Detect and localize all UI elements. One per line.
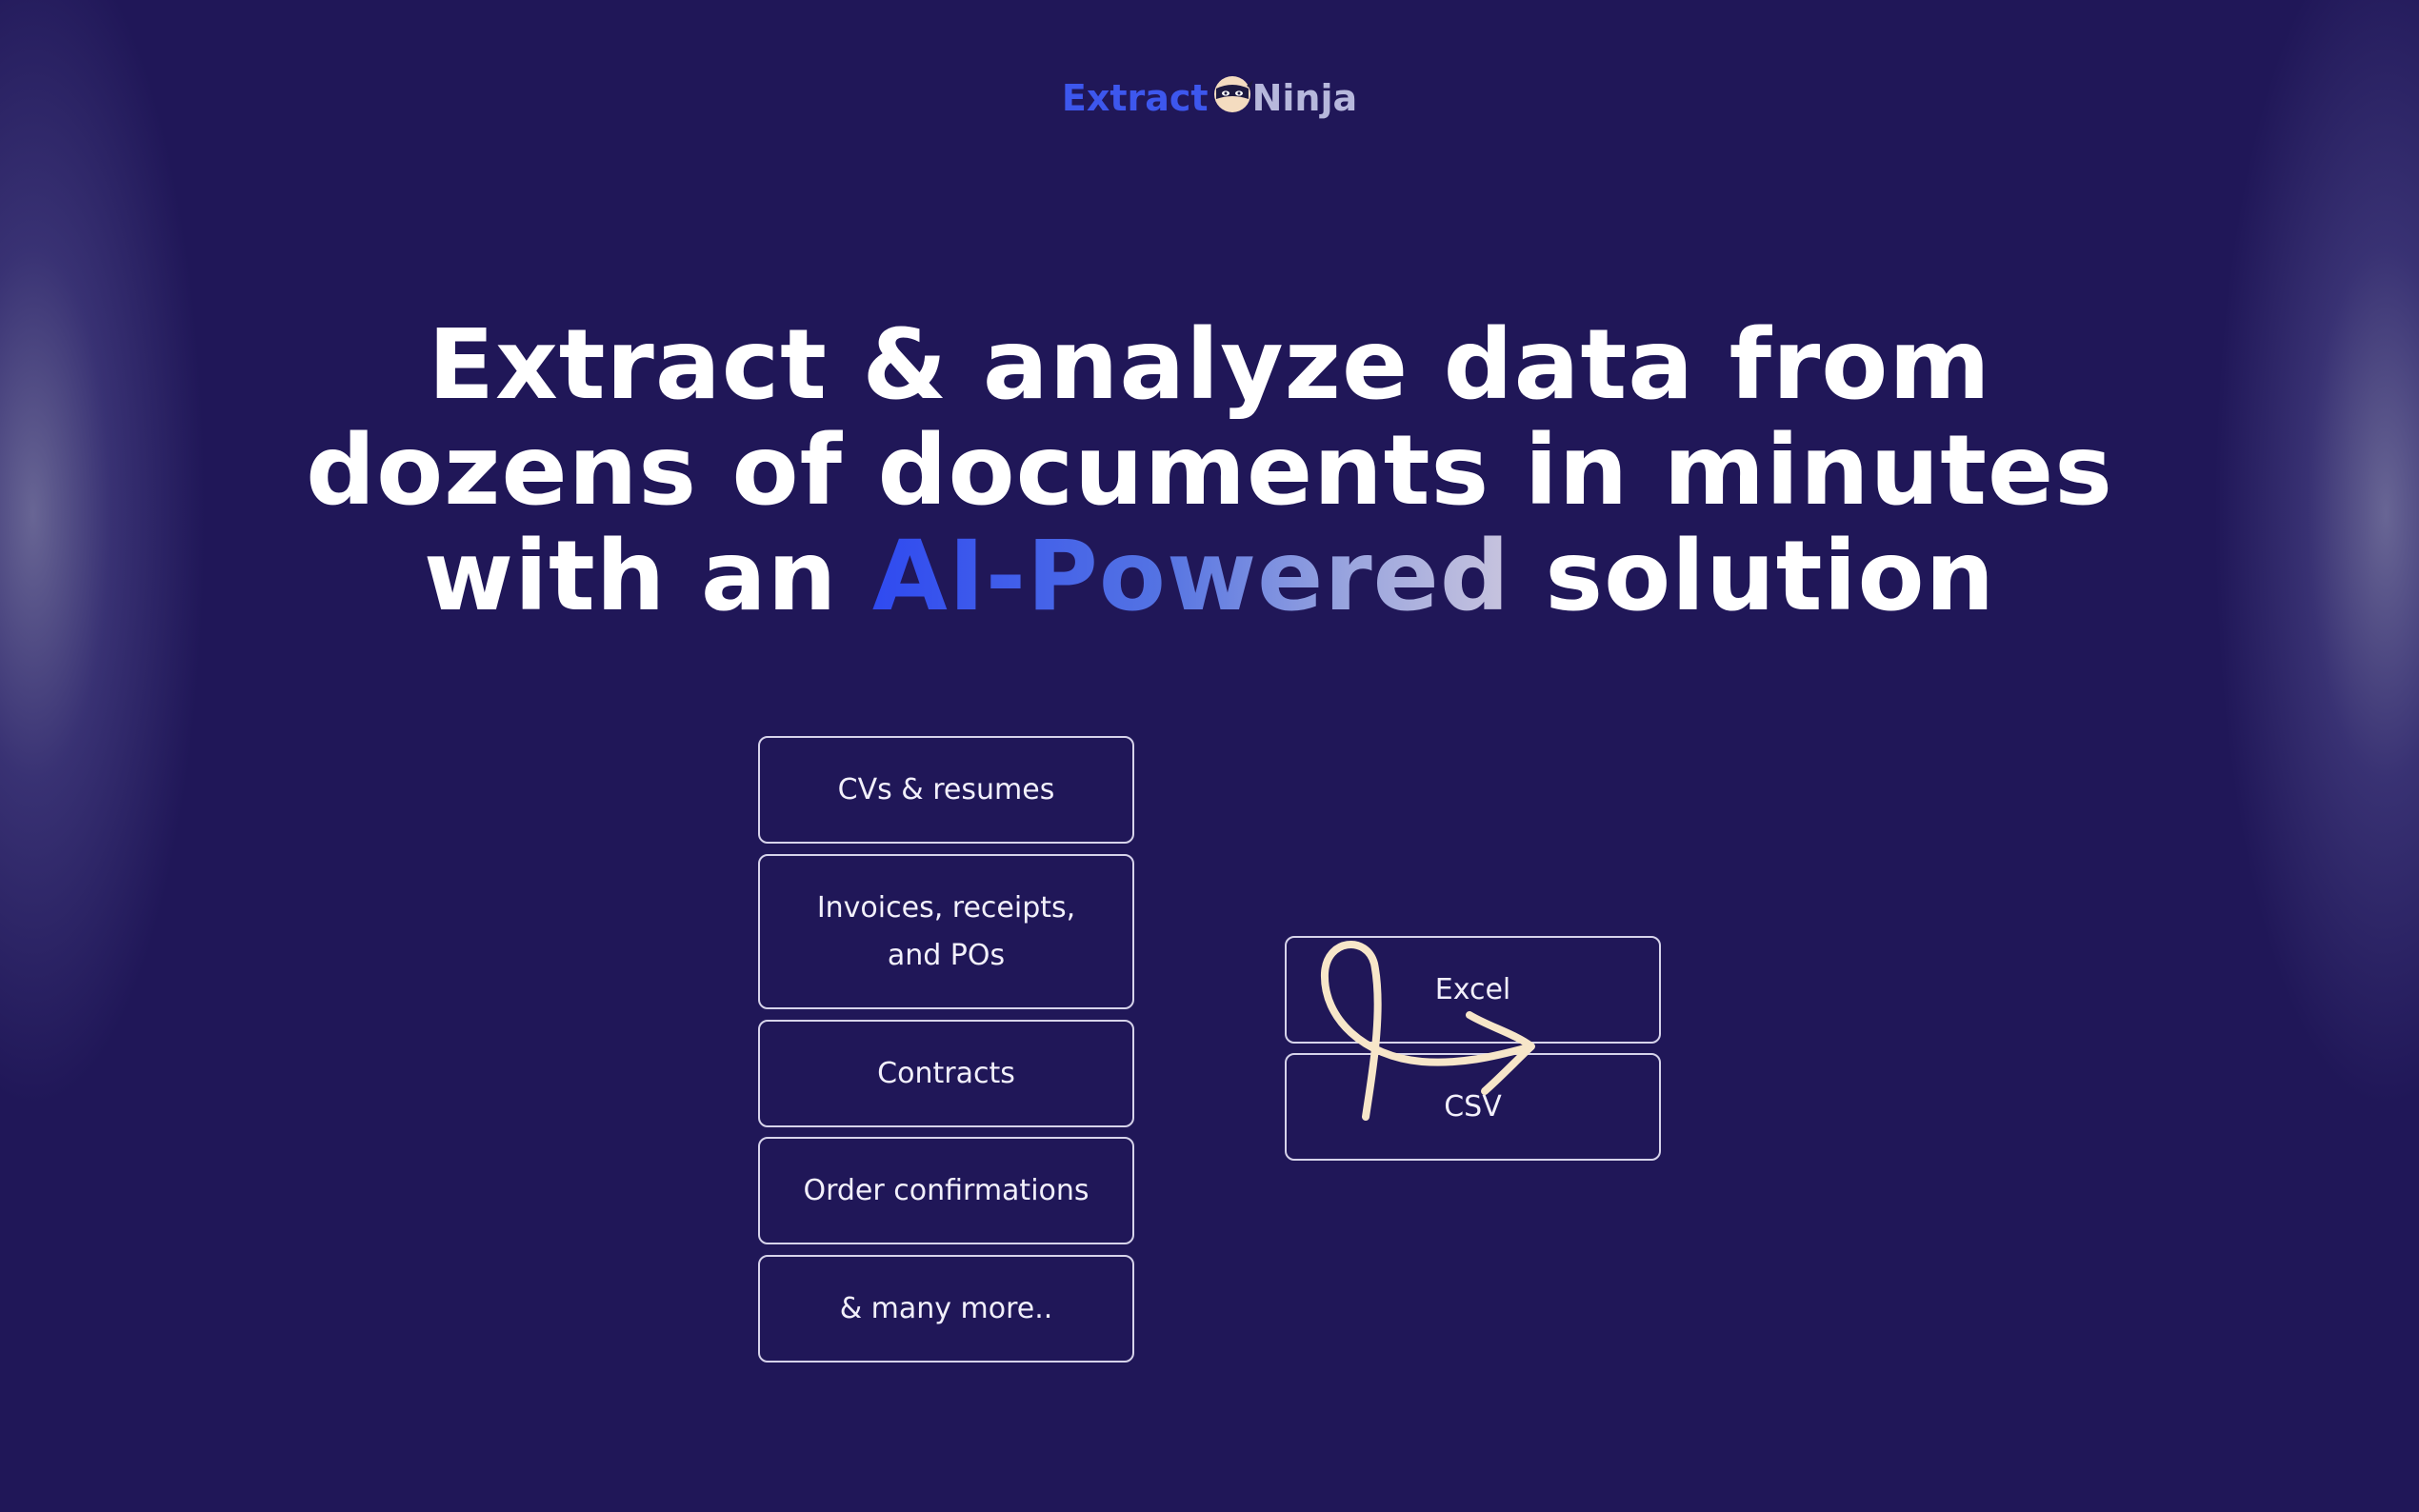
input-type-label: CVs & resumes bbox=[837, 772, 1055, 806]
input-type-order-confirmations: Order confirmations bbox=[758, 1137, 1134, 1244]
input-type-many-more: & many more.. bbox=[758, 1255, 1134, 1363]
output-type-label: CSV bbox=[1444, 1089, 1502, 1124]
input-type-label: Order confirmations bbox=[803, 1173, 1090, 1207]
input-type-contracts: Contracts bbox=[758, 1020, 1134, 1127]
ninja-mascot-icon bbox=[1213, 76, 1253, 112]
headline-line-2: dozens of documents in minutes bbox=[306, 414, 2113, 527]
logo-ninja-text: Ninja bbox=[1251, 77, 1358, 119]
input-type-invoices: Invoices, receipts, and POs bbox=[758, 854, 1134, 1009]
hero-headline: Extract & analyze data from dozens of do… bbox=[222, 312, 2197, 629]
logo-extract-text: Extract bbox=[1061, 77, 1209, 119]
hand-drawn-arrow-icon bbox=[1320, 941, 1535, 1121]
invoice-line-1: Invoices, receipts, bbox=[816, 890, 1076, 925]
input-type-label: Contracts bbox=[877, 1056, 1015, 1090]
presentation-slide: Extract Ninja Extract & analyze data fro… bbox=[222, 0, 2197, 1512]
ai-powered-highlight: AI-Powered bbox=[871, 520, 1510, 633]
output-type-csv: CSV bbox=[1285, 1053, 1661, 1161]
left-side-panel bbox=[0, 0, 222, 1512]
headline-line-3-start: with an bbox=[423, 520, 872, 633]
headline-line-1: Extract & analyze data from bbox=[428, 308, 1991, 422]
brand-logo: Extract Ninja bbox=[222, 72, 2197, 120]
input-type-cvs-resumes: CVs & resumes bbox=[758, 736, 1134, 844]
headline-line-3-end: solution bbox=[1509, 520, 1996, 633]
input-type-label: Invoices, receipts, and POs bbox=[817, 885, 1075, 980]
output-type-excel: Excel bbox=[1285, 936, 1661, 1044]
invoice-line-2: and POs bbox=[887, 938, 1006, 972]
right-side-panel bbox=[2197, 0, 2419, 1512]
input-type-label: & many more.. bbox=[839, 1291, 1053, 1325]
headline-line-3: with an AI-Powered solution bbox=[222, 524, 2197, 629]
output-type-label: Excel bbox=[1434, 972, 1511, 1006]
